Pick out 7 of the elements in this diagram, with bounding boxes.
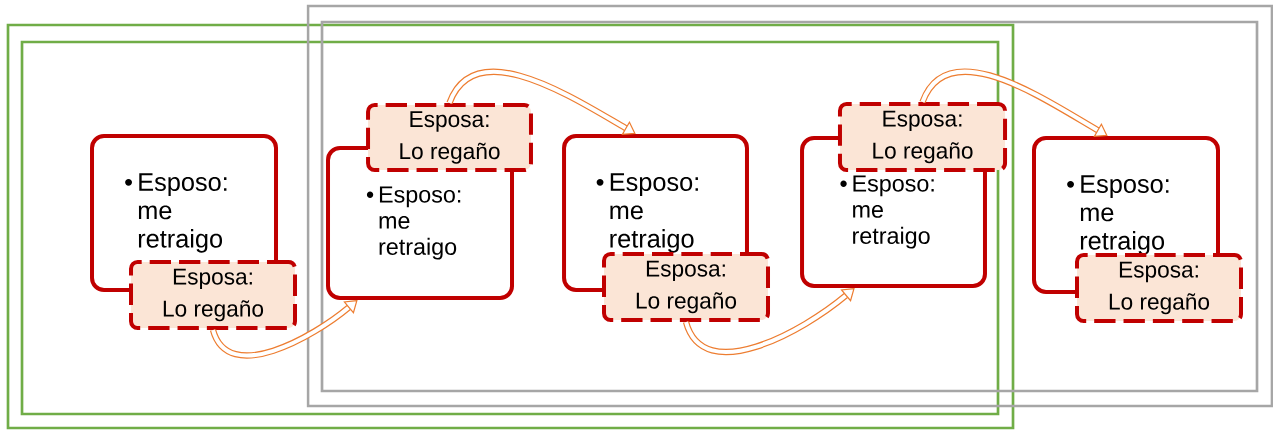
dashed-tab: Esposa: Lo regaño <box>1075 253 1243 323</box>
dashed-tab: Esposa: Lo regaño <box>838 102 1008 172</box>
dashed-tab: Esposa: Lo regaño <box>129 260 297 330</box>
dashed-tab: Esposa: Lo regaño <box>366 102 533 173</box>
curved-arrow <box>210 300 358 359</box>
dashed-tab: Esposa: Lo regaño <box>602 252 770 322</box>
curved-arrow <box>683 288 855 356</box>
